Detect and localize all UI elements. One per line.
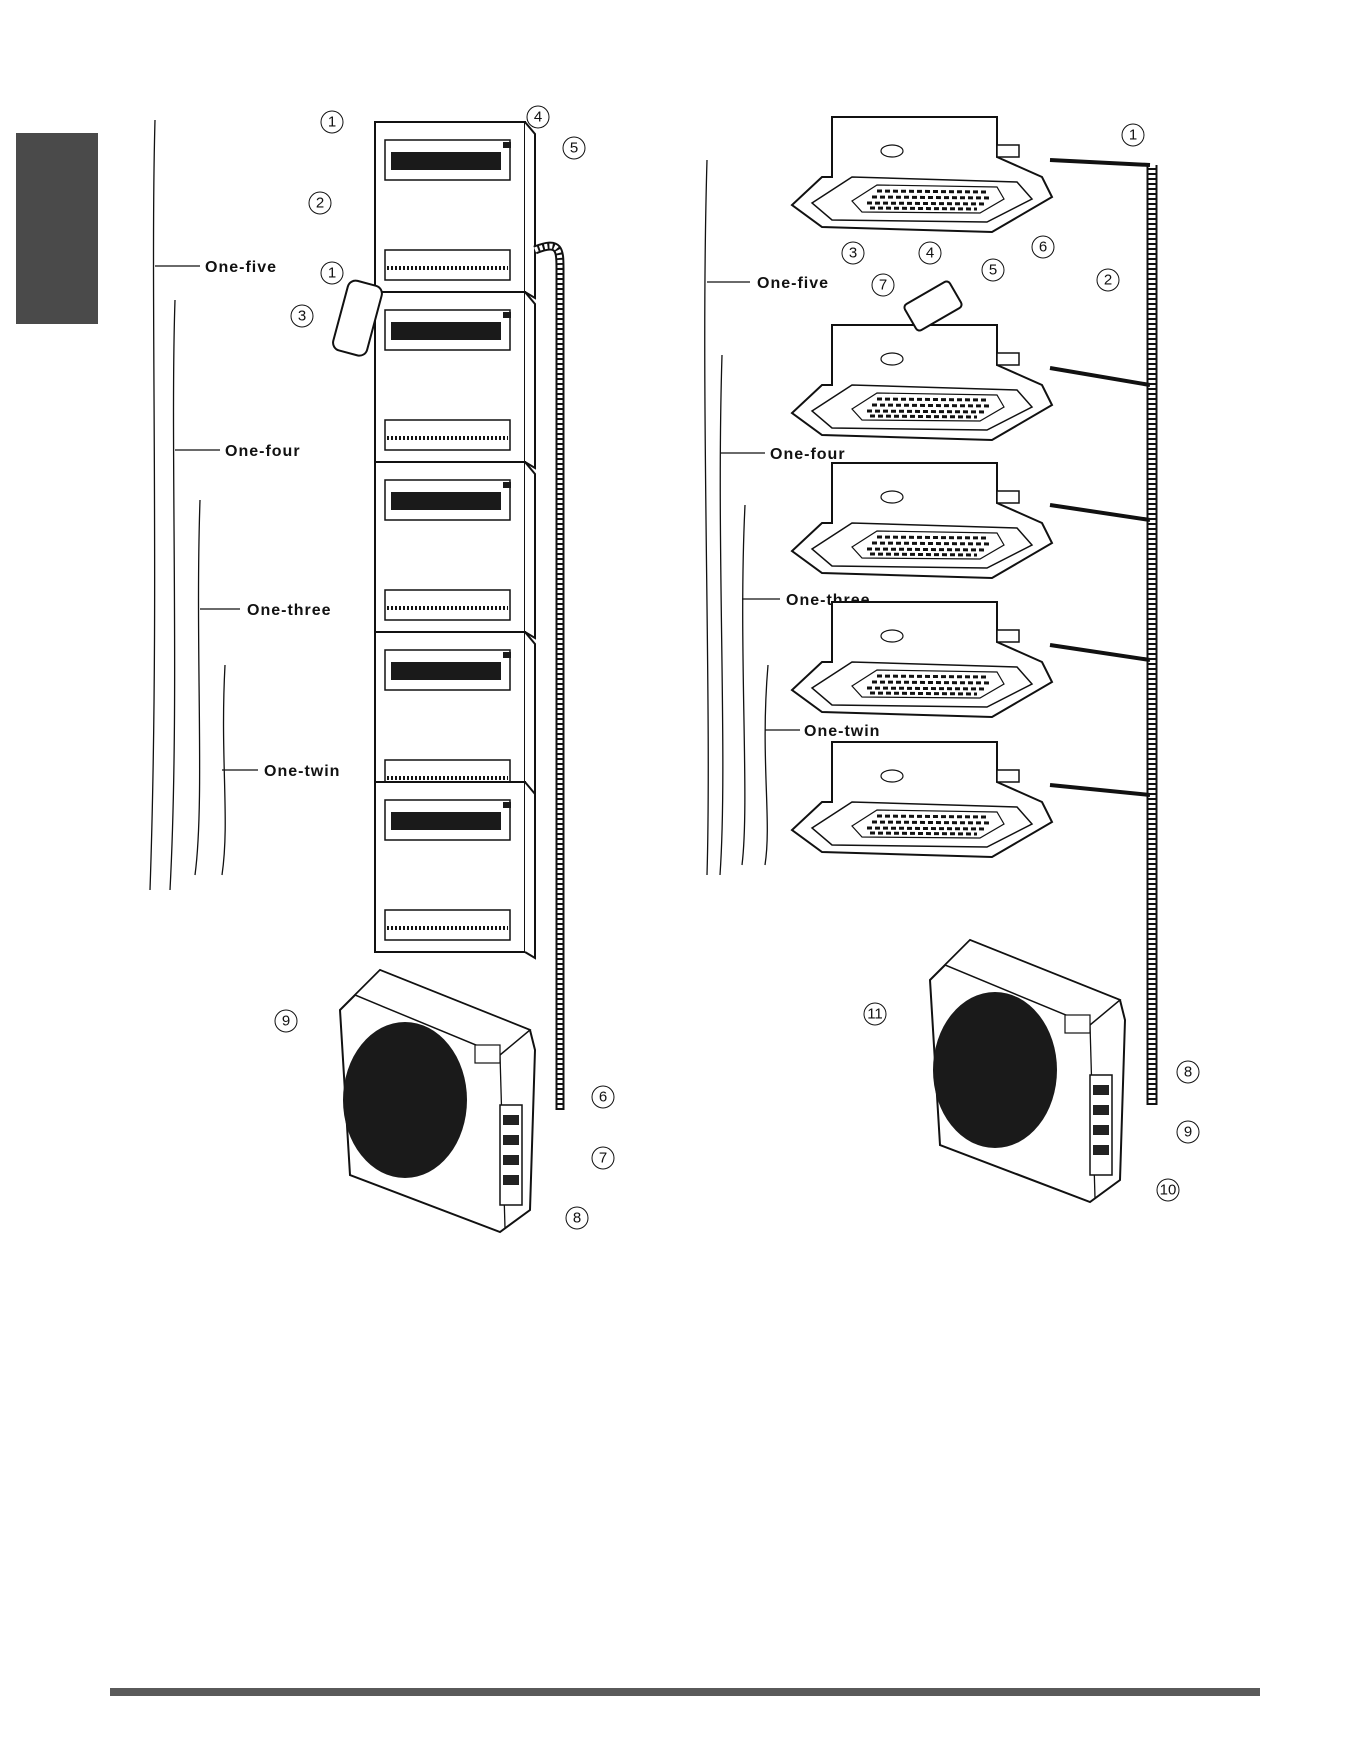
right-callout-2: 2	[1104, 272, 1112, 289]
left-callout-6: 6	[599, 1089, 607, 1106]
right-callout-9: 9	[1184, 1124, 1192, 1141]
left-config-brackets	[150, 120, 258, 890]
right-callout-7: 7	[879, 277, 887, 294]
right-pipe	[1050, 160, 1152, 1105]
left-callout-7: 7	[599, 1150, 607, 1167]
right-callout-3: 3	[849, 245, 857, 262]
right-callout-5: 5	[989, 262, 997, 279]
footer-rule	[110, 1688, 1260, 1696]
left-callout-8: 8	[573, 1210, 581, 1227]
right-callout-1: 1	[1129, 127, 1137, 144]
right-config-brackets	[705, 160, 800, 875]
right-label-one-twin: One-twin	[804, 723, 880, 740]
right-callout-11: 11	[867, 1006, 883, 1023]
left-callout-4: 4	[534, 109, 542, 126]
left-label-one-four: One-four	[225, 443, 301, 460]
left-label-one-five: One-five	[205, 259, 277, 276]
left-label-one-three: One-three	[247, 602, 332, 619]
left-outdoor-unit	[340, 970, 535, 1232]
right-indoor-units	[792, 117, 1052, 857]
left-label-one-twin: One-twin	[264, 763, 340, 780]
left-pipe	[535, 246, 560, 1110]
left-callout-2: 2	[316, 195, 324, 212]
left-callout-9: 9	[282, 1013, 290, 1030]
left-indoor-units	[375, 122, 535, 958]
right-callout-4: 4	[926, 245, 934, 262]
right-label-one-five: One-five	[757, 275, 829, 292]
left-callout-1: 1	[328, 114, 336, 131]
right-callout-8: 8	[1184, 1064, 1192, 1081]
left-callout-1b: 1	[328, 265, 336, 282]
right-outdoor-unit	[930, 940, 1125, 1202]
left-callout-5: 5	[570, 140, 578, 157]
right-label-one-four: One-four	[770, 446, 846, 463]
right-callout-6: 6	[1039, 239, 1047, 256]
right-callout-10: 10	[1160, 1182, 1177, 1199]
left-callout-3: 3	[298, 308, 306, 325]
